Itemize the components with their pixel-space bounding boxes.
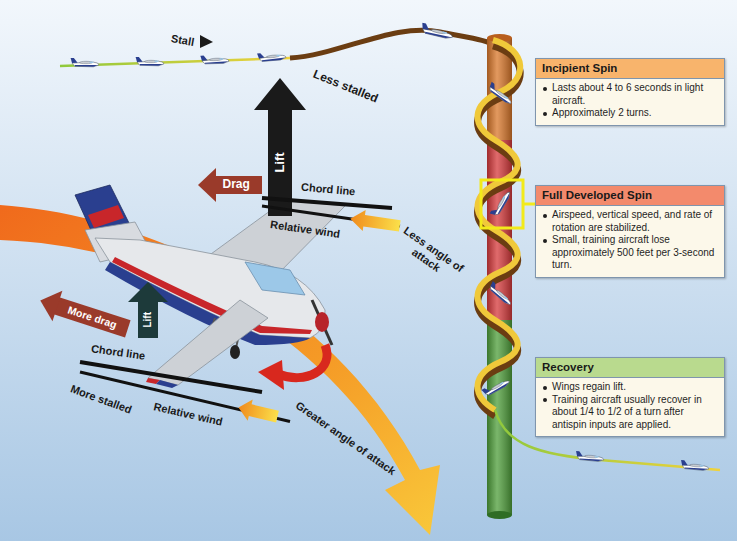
small-airplane [575,451,604,462]
box-heading: Recovery [536,358,724,378]
upper-drag-arrow [198,168,216,202]
box-heading: Full Developed Spin [536,186,724,206]
box-heading: Incipient Spin [536,59,724,79]
lower-angle-lines [80,362,290,427]
small-airplane [487,281,514,306]
lower-lift-arrow [138,300,158,338]
bullet-dot [543,239,547,243]
bullet-row: Training aircraft usually recover in abo… [542,394,718,432]
bullet-dot [543,214,547,218]
bullet-text: Lasts about 4 to 6 seconds in light airc… [552,82,718,107]
bullet-row: Lasts about 4 to 6 seconds in light airc… [542,82,718,107]
phase-info-box: Full Developed SpinAirspeed, vertical sp… [535,185,725,278]
entry-flight-path [60,58,290,66]
airplane [75,185,345,388]
lower-wing [148,300,268,385]
lower-drag-arrow [54,297,131,337]
box-body: Wings regain lift.Training aircraft usua… [536,378,724,436]
entry-flight-path [60,23,495,67]
bullet-row: Wings regain lift. [542,381,718,394]
bullet-dot [543,87,547,91]
upper-lift-arrow [254,78,306,216]
bullet-row: Small, training aircraft lose approximat… [542,234,718,272]
wheel [230,345,240,359]
lower-drag-arrow [35,285,132,344]
bullet-text: Wings regain lift. [552,381,626,394]
lower-lift-arrow [128,282,168,302]
small-airplane [420,23,454,40]
leader-line [523,203,535,206]
small-airplane [487,82,515,105]
rotation-arrow [258,360,284,390]
phase-info-box: Incipient SpinLasts about 4 to 6 seconds… [535,58,725,126]
bullet-dot [543,398,547,402]
bullet-row: Airspeed, vertical speed, and rate of ro… [542,209,718,234]
small-airplane [200,54,229,64]
wind-block-arrow [349,208,401,236]
small-airplane [680,460,709,471]
bullet-text: Small, training aircraft lose approximat… [552,234,718,272]
box-body: Airspeed, vertical speed, and rate of ro… [536,206,724,277]
spin-column [487,511,512,519]
force-label: Lift [273,152,288,172]
lower-drag-arrow [35,285,62,321]
chord-line [262,198,392,208]
small-airplane [71,58,99,67]
rotation-arrow [278,345,327,378]
box-body: Lasts about 4 to 6 seconds in light airc… [536,79,724,125]
stall-marker [200,35,213,48]
entry-flight-path [290,30,495,58]
rotation-arrow [258,345,327,390]
small-airplane [136,57,164,66]
propeller [312,300,332,345]
small-airplane [490,189,512,218]
upper-drag-arrow [215,176,262,194]
small-airplane [482,376,511,398]
upper-drag-arrow [198,168,262,202]
upper-lift-arrow [254,78,306,110]
highlight-box [481,180,523,228]
spiral-ribbon [478,40,521,410]
bullet-text: Training aircraft usually recover in abo… [552,394,718,432]
small-airplane [257,51,286,63]
spinner [315,312,329,332]
force-label: Drag [223,178,250,192]
cockpit-window [245,262,305,295]
bullet-text: Airspeed, vertical speed, and rate of ro… [552,209,718,234]
phase-info-box: RecoveryWings regain lift.Training aircr… [535,357,725,437]
bullet-dot [543,112,547,116]
wind-block-arrow [236,397,280,428]
wingtip-stripe [156,380,178,388]
bullet-text: Approximately 2 turns. [552,107,652,120]
bullet-dot [543,386,547,390]
bullet-row: Approximately 2 turns. [542,107,718,120]
force-label: Lift [142,312,154,328]
lower-lift-arrow [128,282,168,338]
